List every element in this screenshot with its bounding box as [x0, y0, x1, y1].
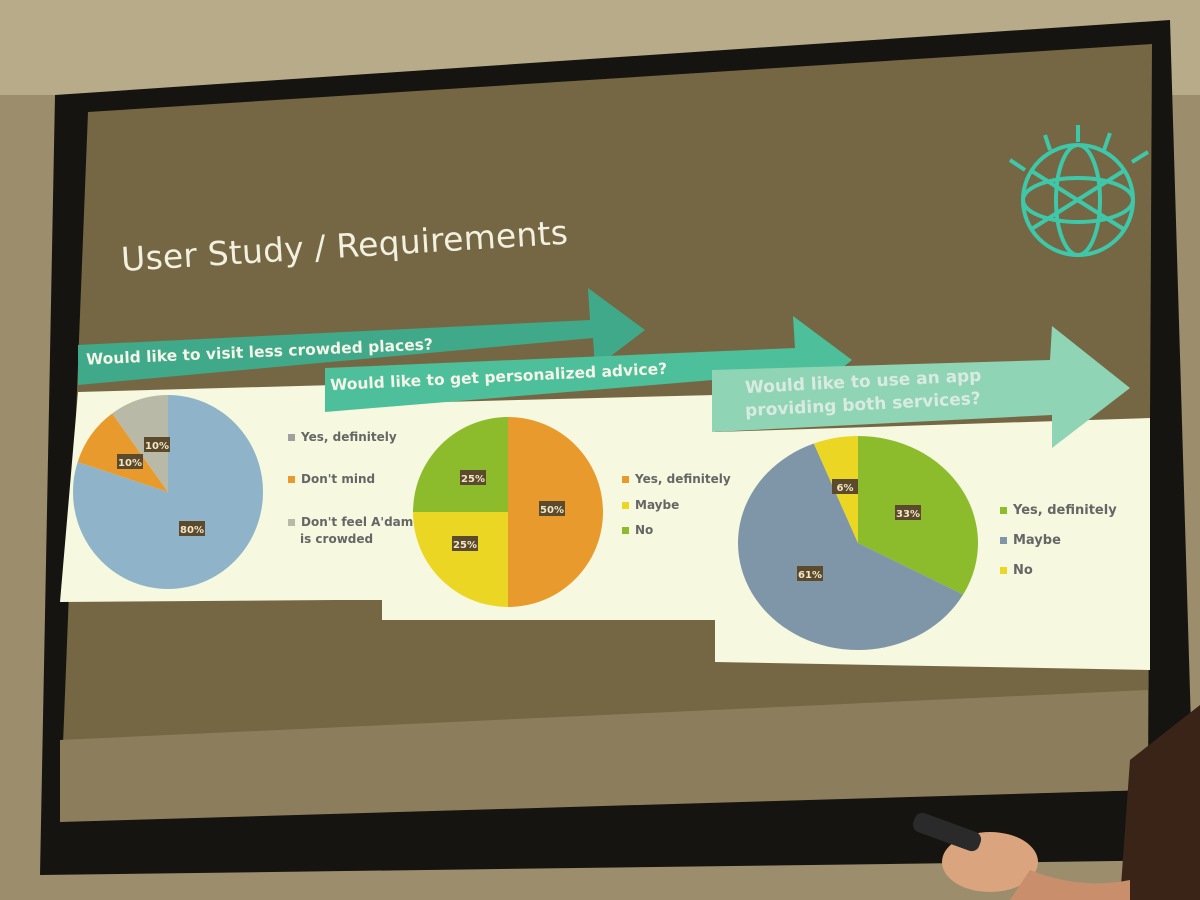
pie-3-data-label-bg-1 [895, 505, 921, 520]
arrow-2 [325, 316, 852, 412]
pie-1-data-label-bg-2 [117, 454, 143, 469]
pie-1-data-label-bg-3 [144, 437, 170, 452]
pie-3-slice-2 [738, 443, 964, 650]
legend-2-item-3: No [622, 523, 653, 537]
pie-1-data-label-bg-1 [179, 521, 205, 536]
legend-3-item-3: No [1000, 563, 1033, 578]
pie-3-data-label-2: 61% [798, 570, 822, 581]
pie-1-data-label-2: 10% [118, 458, 142, 469]
pie-2-slice-2 [413, 512, 508, 607]
pie-chart-1: 80% 10%10% [72, 395, 263, 589]
legend-1-item-3-line2: is crowded [300, 532, 374, 546]
pie-2-data-label-1: 50% [540, 505, 564, 516]
arrow-1 [78, 288, 645, 385]
pie-2-data-label-2: 25% [453, 540, 477, 551]
pie-1-slice-1 [72, 395, 263, 589]
legend-3-item-2: Maybe [1000, 533, 1061, 548]
pie-chart-2: 50% 25% 25% [413, 417, 603, 607]
pie-3-data-label-bg-3 [832, 479, 858, 494]
pie-2-data-label-3: 25% [461, 474, 485, 485]
legend-1-item-1: Yes, definitely [288, 430, 397, 444]
pie-2-data-label-bg-3 [460, 470, 486, 485]
pie-1-slice-3 [112, 395, 168, 492]
pie-1-data-label-3: 10% [145, 441, 169, 452]
pie-2-slice-3 [413, 417, 508, 512]
legend-2-item-1: Yes, definitely [622, 472, 731, 486]
pie-2-data-label-bg-1 [539, 501, 565, 516]
slide-lower-band [60, 690, 1148, 822]
pie-1-slice-2 [77, 413, 168, 492]
arrow-3 [712, 326, 1130, 448]
pie-2-data-label-bg-2 [452, 536, 478, 551]
legend-3-item-1: Yes, definitely [1000, 503, 1117, 518]
legend-1-item-3: Don't feel A'dam [288, 515, 413, 529]
globe-logo-icon [1008, 125, 1150, 257]
legend-2-item-2: Maybe [622, 498, 679, 512]
pie-3-data-label-bg-2 [797, 566, 823, 581]
presenter-hand [912, 705, 1200, 900]
legend-1-item-2: Don't mind [288, 472, 375, 486]
pie-chart-3: 33% 61% 6% [738, 436, 978, 650]
pie-1-data-label-1: 80% [180, 525, 204, 536]
pie-3-data-label-3: 6% [837, 483, 854, 494]
pie-3-data-label-1: 33% [896, 509, 920, 520]
